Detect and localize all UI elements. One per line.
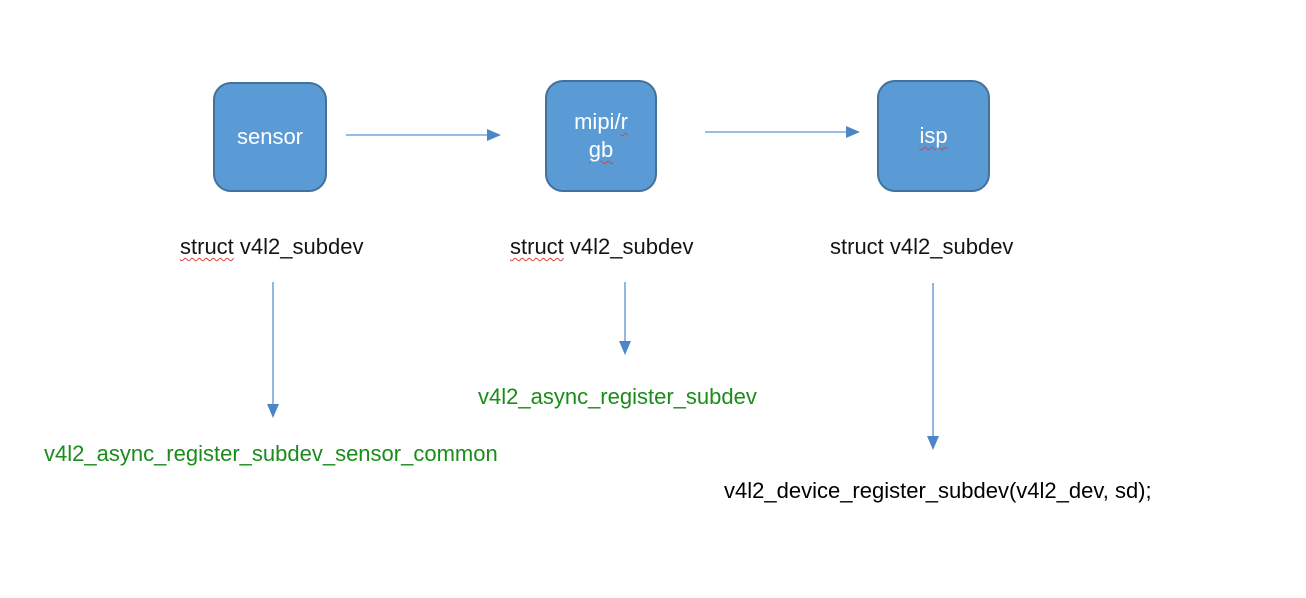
node-sensor: sensor xyxy=(213,82,327,192)
struct-subdev-label-mipi-rgb: struct v4l2_subdev xyxy=(510,234,693,260)
function-label-mipi-rgb: v4l2_async_register_subdev xyxy=(478,384,757,409)
struct-keyword-flagged: struct xyxy=(510,234,564,259)
node-mipi-rgb-label: mipi/r gb xyxy=(574,108,628,164)
node-mipi-rgb-label-part1: mipi/ xyxy=(574,109,621,134)
node-mipi-rgb-label-line2-flagged: gb xyxy=(588,137,614,162)
struct-label-rest: v4l2_subdev xyxy=(233,234,364,259)
function-label-sensor: v4l2_async_register_subdev_sensor_common xyxy=(44,441,498,466)
node-isp: isp xyxy=(877,80,990,192)
function-label-isp: v4l2_device_register_subdev(v4l2_dev, sd… xyxy=(724,478,1152,503)
struct-label-text: struct v4l2_subdev xyxy=(830,234,1014,259)
node-mipi-rgb-label-part2-flagged: r xyxy=(620,109,628,134)
struct-subdev-label-isp: struct v4l2_subdev xyxy=(830,234,1013,260)
struct-label-rest: v4l2_subdev xyxy=(563,234,694,259)
struct-keyword-flagged: struct xyxy=(180,234,234,259)
node-mipi-rgb: mipi/r gb xyxy=(545,80,657,192)
node-isp-label: isp xyxy=(919,123,948,148)
node-sensor-label: sensor xyxy=(236,124,304,149)
struct-subdev-label-sensor: struct v4l2_subdev xyxy=(180,234,363,260)
